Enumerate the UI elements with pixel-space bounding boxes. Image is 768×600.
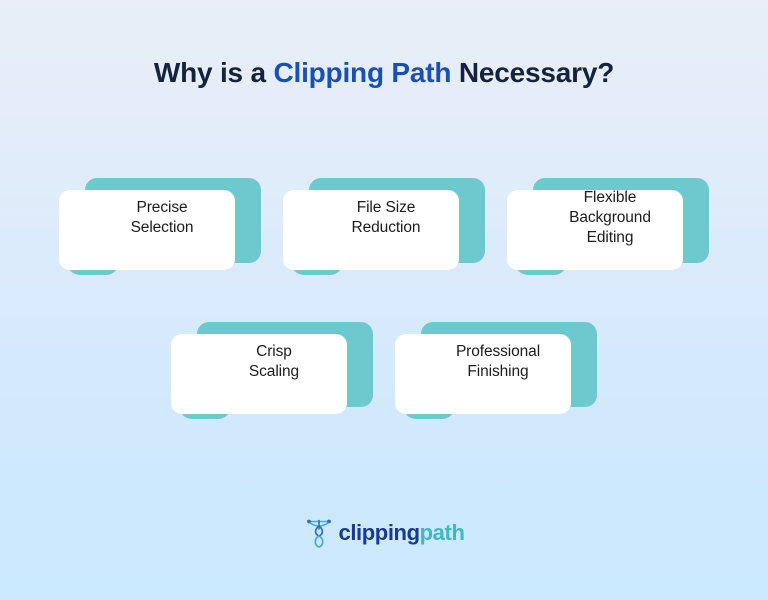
card-face [283,190,459,270]
card-face [507,190,683,270]
card-label: File Size Reduction [351,199,421,236]
page-title-container: Why is a Clipping Path Necessary? [0,56,768,90]
page-title-text-before: Why is a [153,57,274,88]
page-title-text-after: Necessary? [451,57,615,88]
benefit-card[interactable]: Professional Finishing [395,322,597,419]
brand-logo-text: clippingpath [339,522,465,544]
pen-tool-anchor-icon [306,519,331,548]
card-label: Precise Selection [130,199,194,236]
benefit-card[interactable]: Precise Selection [59,178,261,275]
brand-logo-word-primary: clipping [338,520,421,545]
page-title-accent: Clipping Path [273,57,452,88]
card-label: Professional Finishing [455,343,541,380]
card-face [171,334,347,414]
card-label: Flexible Background Editing [569,189,651,246]
brand-logo-word-secondary: path [419,520,465,545]
card-face [59,190,235,270]
benefit-card-row-2: Crisp Scaling Professional Finishing [0,322,768,419]
card-label: Crisp Scaling [248,343,300,380]
card-face [395,334,571,414]
benefit-card[interactable]: Flexible Background Editing [507,178,709,275]
benefit-card-row-1: Precise Selection File Size Reduction Fl… [0,178,768,275]
benefit-card[interactable]: Crisp Scaling [171,322,373,419]
brand-logo[interactable]: clippingpath [0,516,768,550]
page-title: Why is a Clipping Path Necessary? [0,56,768,90]
benefit-card[interactable]: File Size Reduction [283,178,485,275]
